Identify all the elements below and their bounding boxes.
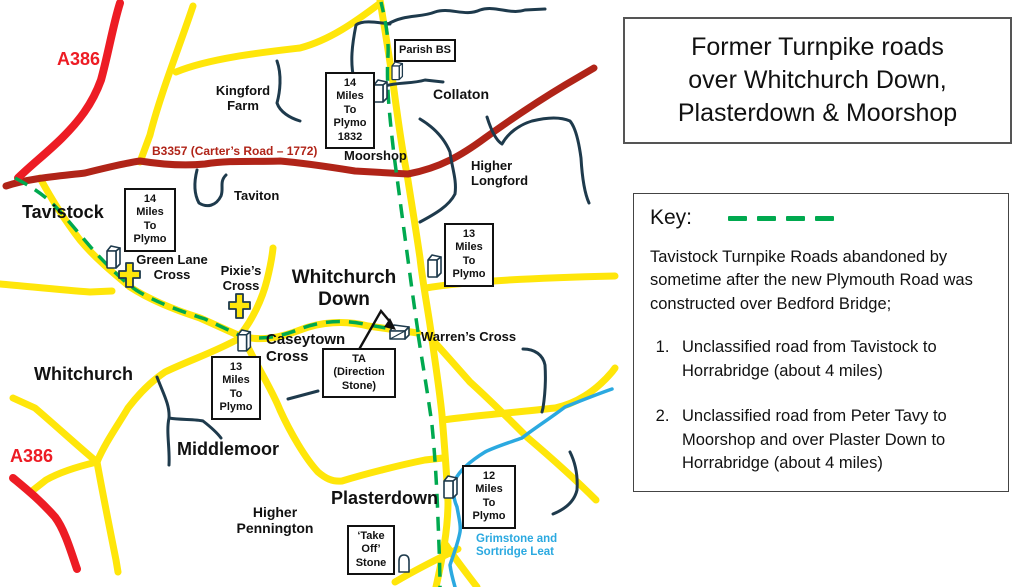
stone-box-parish-bs: Parish BS [394, 39, 456, 63]
label-middlemoor: Middlemoor [177, 439, 279, 459]
label-a386-south: A386 [10, 446, 54, 466]
road-west-feeder [0, 280, 116, 296]
label-taviton: Taviton [234, 188, 280, 203]
road-whitchurch-northwest [9, 394, 101, 466]
map-title: Former Turnpike roads over Whitchurch Do… [623, 17, 1012, 144]
label-plasterdown: Plasterdown [331, 488, 439, 508]
label-collaton: Collaton [433, 86, 489, 102]
label-warrens-cross: Warren’s Cross [421, 329, 517, 344]
stone-box-13-miles-east: 13 Miles To Plymo [444, 223, 494, 287]
stream-middlemoor-branch [167, 416, 223, 440]
a386-road [9, 0, 124, 573]
stream-ta-segment [286, 389, 320, 401]
label-kingford-farm: Kingford Farm [215, 83, 271, 113]
label-caseytown-cross: Caseytown Cross [266, 331, 346, 366]
dash-icon [757, 215, 777, 221]
key-header: Key: [650, 206, 992, 230]
label-higher-longford: Higher Longford [471, 158, 529, 188]
road-north-west [136, 2, 197, 166]
key-intro-text: Tavistock Turnpike Roads abandoned by so… [650, 248, 973, 313]
stone-box-13-miles-west: 13 Miles To Plymo [211, 356, 261, 420]
key-road-list: Unclassified road from Tavistock to Horr… [650, 336, 992, 475]
route-warrens-north [379, 1, 420, 333]
label-whitchurch: Whitchurch [34, 364, 133, 384]
label-tavistock: Tavistock [22, 202, 104, 222]
stream-middlemoor-main [155, 375, 171, 467]
stream-collaton [383, 78, 445, 88]
ta-arrow [355, 308, 396, 354]
road-a386-south [9, 474, 81, 573]
stream-top [386, 7, 547, 26]
road-b3357 [2, 64, 598, 190]
label-green-lane-cross: Green Lane Cross [136, 252, 208, 282]
label-whitchurch-down: Whitchurch Down [291, 267, 397, 311]
road-bottom-b [442, 541, 481, 587]
minor-roads-yellow [0, 0, 619, 587]
map-canvas [0, 0, 619, 587]
dash-icon [728, 215, 748, 221]
road-whitchurch-south [93, 458, 122, 576]
stone-box-ta-direction: TA (Direction Stone) [322, 348, 396, 399]
key-road-item-2: Unclassified road from Peter Tavy to Moo… [674, 405, 992, 475]
key-road-item-1: Unclassified road from Tavistock to Horr… [674, 336, 992, 383]
road-whitchurch-west [28, 458, 101, 495]
stone-box-14-miles: 14 Miles To Plymo [124, 188, 176, 252]
milestone-icon-moorshop [373, 79, 388, 103]
stream-longford-west [418, 117, 457, 224]
road-north-east [172, 0, 383, 76]
label-a386-north: A386 [57, 49, 101, 69]
label-pixies-cross: Pixie’s Cross [220, 263, 262, 293]
map-key: Key: Tavistock Turnpike Roads abandoned … [633, 193, 1009, 492]
route-west-to-warrens [14, 176, 418, 340]
wayside-cross-icon-pixies [228, 293, 251, 319]
dash-icon [815, 215, 835, 221]
stream-kingford [275, 59, 302, 123]
stream-longford-loop [485, 115, 591, 205]
stone-box-take-off: ‘Take Off’ Stone [347, 525, 395, 576]
milestone-icon-caseytown [237, 329, 252, 352]
streams [155, 7, 591, 516]
label-moorshop: Moorshop [344, 148, 407, 163]
stream-warrens-east [521, 347, 547, 414]
road-east-cross [439, 364, 619, 424]
stream-taviton [193, 168, 228, 208]
abandoned-turnpike-route [14, 1, 442, 587]
milestone-icon-parish-bs [391, 61, 404, 81]
key-heading: Key: [650, 206, 693, 229]
stream-southeast-hook [551, 450, 579, 516]
turnpike-map: A386 A386 B3357 (Carter’s Road – 1772) T… [0, 0, 619, 587]
label-b3357: B3357 (Carter’s Road – 1772) [152, 144, 318, 158]
stream-top-branch [350, 20, 392, 82]
road-a386-north [14, 0, 124, 182]
label-grimstone-leat: Grimstone and Sortridge Leat [476, 533, 558, 559]
road-caseytown-whitchurch [93, 334, 244, 466]
dash-icon [786, 215, 806, 221]
label-higher-pennington: Higher Pennington [236, 504, 314, 537]
milestone-icon-green-lane [106, 245, 121, 269]
milestone-icon-12miles [443, 475, 458, 499]
milestone-icon-13miles [427, 254, 442, 278]
road-east-from-13miles [422, 272, 619, 292]
abandoned-route-dash-sample [728, 215, 835, 221]
road-caseytown-plasterdown [243, 341, 447, 485]
stone-box-12-miles: 12 Miles To Plymo [462, 465, 516, 529]
stone-box-14-miles-1832: 14 Miles To Plymo 1832 [325, 72, 375, 150]
take-off-stone-icon [398, 554, 410, 573]
road-caseytown-north-spur [237, 244, 277, 338]
